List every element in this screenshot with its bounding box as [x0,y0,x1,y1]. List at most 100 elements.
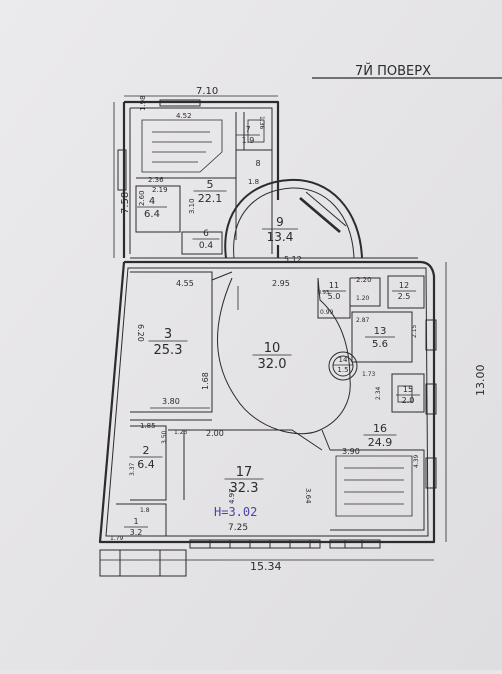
dim-3-64: 3.64 [304,488,312,504]
dim-1-68: 1.68 [201,372,210,390]
dim-2-19: 2.19 [152,186,168,194]
dim-3-10: 3.10 [188,198,196,214]
room-number: 8 [255,159,260,168]
dim-2-20: 2.20 [356,276,372,284]
room-number: 14 [339,356,348,364]
dim-6-20: 6.20 [136,324,145,342]
dimension-lines [100,95,447,561]
dim-2-15: 2.15 [411,324,418,338]
room-number: 6 [203,229,209,239]
height-note: Н=3.02 [214,505,257,519]
dim-1-73: 1.73 [362,371,376,378]
room-number: 3 [164,327,172,342]
dim-4-52: 4.52 [176,112,192,120]
room-number: 11 [329,281,339,290]
room-area: 5.6 [372,339,388,350]
dim-3-37: 3.37 [129,462,136,476]
dim-right-height: 13.00 [474,365,487,397]
dim-0-99: 0.99 [320,309,334,316]
room-9-label: 913.4 [262,215,298,244]
inner-walls [105,107,429,537]
dim-4-39: 4.39 [413,454,420,468]
room-area: 5.0 [328,292,341,301]
fixture-hatching [141,119,413,517]
windows [99,99,437,577]
room-number: 17 [236,465,253,480]
dim-4-97: 4.97 [228,488,236,504]
room-5-label: 522.1 [193,178,227,205]
dim-3-80: 3.80 [162,397,180,406]
room-number: 4 [149,196,155,207]
room-area: 1.9 [242,136,255,145]
room-3-label: 325.3 [148,327,188,358]
dim-5-12: 5.12 [284,255,302,264]
room-number: 13 [374,326,387,337]
room-number: 5 [207,178,214,191]
dim-0-93: 0.93 [318,290,329,296]
room-area: 2.5 [398,292,411,301]
window-mullions [119,540,363,576]
dim-1-79: 1.79 [110,535,124,542]
floor-label: 7Й ПОВЕРХ [355,63,431,79]
room-number: 16 [373,422,387,435]
dim-left-height: 7.58 [120,192,131,214]
room-number: 15 [403,385,413,394]
room-14-label: 141.5 [332,356,354,374]
room-area: 32.0 [258,357,287,372]
dim-2-34: 2.34 [375,386,382,400]
room-number: 2 [143,444,150,457]
dim-1-98: 1.98 [139,95,147,111]
dim-top-width: 7.10 [196,86,218,97]
room-2-label: 26.4 [129,444,163,471]
dim-2-60: 2.60 [138,190,146,206]
room-area: 13.4 [267,230,294,244]
room-9-bay [224,178,363,259]
room-7-label: 71.9 [236,125,260,145]
dim-1-36: 1.36 [258,116,265,130]
room-labels: 13.226.4325.346.4522.160.471.98913.41032… [124,125,420,537]
room-4-label: 46.4 [137,196,167,220]
room-11-label: 115.0 [322,281,346,301]
dim-1-85: 1.85 [140,422,156,430]
dim-1-8b: 1.8 [140,507,150,514]
room-area: 3.2 [130,528,143,537]
dim-1-20: 1.20 [356,295,370,302]
room-area: 6.4 [137,458,155,471]
room-15-label: 152.0 [396,385,420,405]
room-area: 22.1 [198,192,223,205]
dim-3-50: 3.50 [161,430,168,444]
dim-2-87: 2.87 [356,317,370,324]
room-12-label: 122.5 [392,281,416,301]
room-number: 12 [399,281,409,290]
room-area: 6.4 [144,209,160,220]
room-area: 1.5 [337,366,348,374]
dim-7-25: 7.25 [228,523,248,533]
room-8-label: 8 [255,159,260,168]
dim-4-55: 4.55 [176,279,194,288]
room-area: 24.9 [368,436,393,449]
dim-2-00: 2.00 [206,429,224,438]
room-13-label: 135.6 [365,326,395,350]
room-area: 32.3 [230,481,259,496]
room-number: 7 [245,125,250,134]
room-number: 1 [133,517,138,526]
outer-walls [98,100,436,544]
dimension-labels: 7.10 7.58 15.34 13.00 4.52 2.36 2.19 2.6… [110,86,487,573]
dim-2-95: 2.95 [272,279,290,288]
room-area: 25.3 [154,343,183,358]
dim-2-36: 2.36 [148,176,164,184]
dim-bottom-width: 15.34 [250,560,282,573]
dim-1-8: 1.8 [248,178,259,186]
dim-1-23: 1.23 [174,429,188,436]
room-number: 10 [264,341,281,356]
dim-3-90: 3.90 [342,447,360,456]
room-1-label: 13.2 [124,517,148,537]
room-area: 0.4 [199,241,214,251]
room-area: 2.0 [402,396,415,405]
